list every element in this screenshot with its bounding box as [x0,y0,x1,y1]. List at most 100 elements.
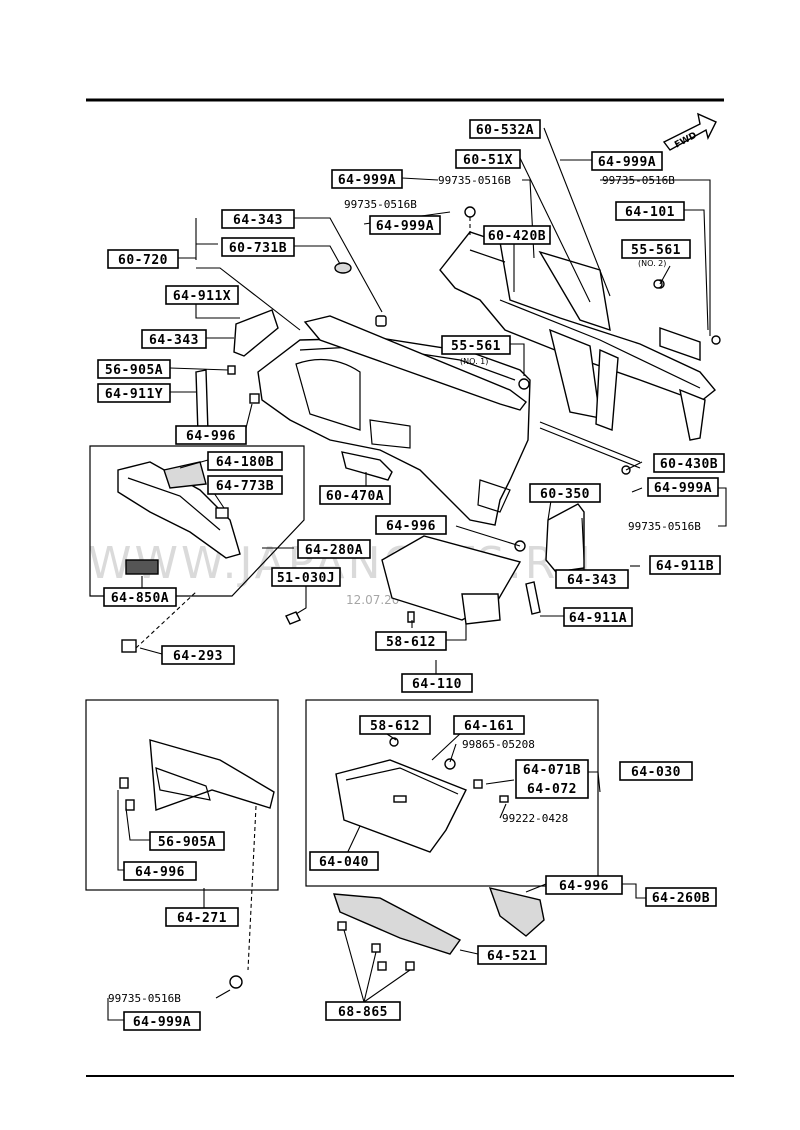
svg-text:64-996: 64-996 [386,519,436,534]
svg-text:56-905A: 56-905A [158,835,216,850]
partno-99735-0516B-bottom: 99735-0516B [108,992,181,1005]
partno-99735-0516B-mid: 99735-0516B [344,198,417,211]
svg-text:64-850A: 64-850A [111,591,169,606]
svg-text:64-999A: 64-999A [338,173,396,188]
svg-text:60-430B: 60-430B [660,457,718,472]
svg-text:64-040: 64-040 [319,855,369,870]
clip-64-996-top-icon [249,393,260,404]
svg-text:64-999A: 64-999A [376,219,434,234]
trim-64-911Y-icon [195,369,209,435]
trim-64-911A-icon [525,581,541,615]
label-64-180B: 64-180B [207,451,283,471]
label-64-996-right: 64-996 [545,875,623,895]
label-64-996-low: 64-996 [123,861,197,881]
svg-text:64-996: 64-996 [186,429,236,444]
svg-text:60-420B: 60-420B [488,229,546,244]
bracket-64-911X-icon [233,309,279,357]
label-60-470A: 60-470A [319,485,391,505]
label-64-280A: 64-280A [297,539,371,559]
svg-text:64-072: 64-072 [527,782,577,797]
clip-64-343-top-icon [375,315,387,327]
clip-56-905A-top-icon [227,365,236,375]
panel-64-521-icon [332,893,462,955]
label-64-911B: 64-911B [649,555,721,575]
label-64-999A-bottom: 64-999A [123,1011,201,1031]
label-51-030J: 51-030J [271,567,341,587]
svg-text:64-071B: 64-071B [523,763,581,778]
label-64-343-top: 64-343 [221,209,295,229]
cluster-bezel-illustration [117,461,241,575]
clip-64-293-icon [121,639,137,653]
bolt-55-561-no2-icon [653,279,663,289]
label-68-865: 68-865 [325,1001,401,1021]
partno-99735-0516B-right: 99735-0516B [628,520,701,533]
svg-text:64-343: 64-343 [567,573,617,588]
panel-60-350-icon [545,503,585,573]
svg-text:60-470A: 60-470A [326,489,384,504]
label-64-101: 64-101 [615,201,685,221]
svg-text:64-999A: 64-999A [654,481,712,496]
cross-member-illustration [439,206,721,441]
label-64-911A: 64-911A [563,607,633,627]
svg-text:55-561: 55-561 [451,339,501,354]
label-60-51X: 60-51X [455,149,521,169]
svg-text:64-343: 64-343 [149,333,199,348]
svg-text:56-905A: 56-905A [105,363,163,378]
label-60-720: 60-720 [107,249,179,269]
bracket-60-470A-icon [341,451,393,481]
label-56-905A-top: 56-905A [97,359,171,379]
partno-99222-0428: 99222-0428 [502,812,568,825]
partno-99735-0516B-top-right: 99735-0516B [602,174,675,187]
rod-60-430B-icon [539,421,641,475]
svg-text:60-51X: 60-51X [463,153,513,168]
label-60-532A: 60-532A [469,119,541,139]
svg-text:64-911B: 64-911B [656,559,714,574]
note-no2: (NO. 2) [638,259,666,268]
panel-64-260B-icon [488,887,545,937]
label-64-996-top: 64-996 [175,425,247,445]
label-64-521: 64-521 [477,945,547,965]
svg-text:64-999A: 64-999A [598,155,656,170]
screw-99735-bottom-icon [229,975,243,989]
lower-cover-box-icon [461,593,501,625]
svg-text:64-271: 64-271 [177,911,227,926]
label-64-773B: 64-773B [207,475,283,495]
inset-64-271-frame [85,699,279,891]
svg-text:64-343: 64-343 [233,213,283,228]
svg-text:58-612: 58-612 [370,719,420,734]
label-58-612-mid: 58-612 [375,631,447,651]
label-56-905A-low: 56-905A [149,831,225,851]
svg-text:64-911Y: 64-911Y [105,387,163,402]
label-60-731B: 60-731B [221,237,295,257]
label-64-260B: 64-260B [645,887,717,907]
partno-99735-0516B-top-left: 99735-0516B [438,174,511,187]
label-60-420B: 60-420B [483,225,551,245]
dashboard-panel-illustration [257,315,531,526]
svg-text:64-996: 64-996 [135,865,185,880]
svg-text:64-996: 64-996 [559,879,609,894]
inset-64-030-frame [305,699,599,887]
svg-text:64-260B: 64-260B [652,891,710,906]
svg-text:64-161: 64-161 [464,719,514,734]
label-64-911X: 64-911X [165,285,239,305]
svg-text:64-293: 64-293 [173,649,223,664]
label-64-161: 64-161 [453,715,525,735]
svg-text:64-180B: 64-180B [216,455,274,470]
label-64-999A-left: 64-999A [331,169,403,189]
svg-text:64-030: 64-030 [631,765,681,780]
bulb-51-030J-icon [285,611,301,625]
watermark-date: 12.07.20 [346,593,399,607]
label-60-350: 60-350 [529,483,601,503]
svg-text:64-911X: 64-911X [173,289,231,304]
label-64-999A-mid: 64-999A [369,215,441,235]
label-64-030: 64-030 [619,761,693,781]
svg-text:60-350: 60-350 [540,487,590,502]
label-60-430B: 60-430B [653,453,725,473]
svg-text:60-532A: 60-532A [476,123,534,138]
svg-text:64-999A: 64-999A [133,1015,191,1030]
panel-64-271-illustration [119,739,275,811]
label-64-271: 64-271 [165,907,239,927]
svg-text:64-110: 64-110 [412,677,462,692]
label-64-343-left: 64-343 [141,329,207,349]
